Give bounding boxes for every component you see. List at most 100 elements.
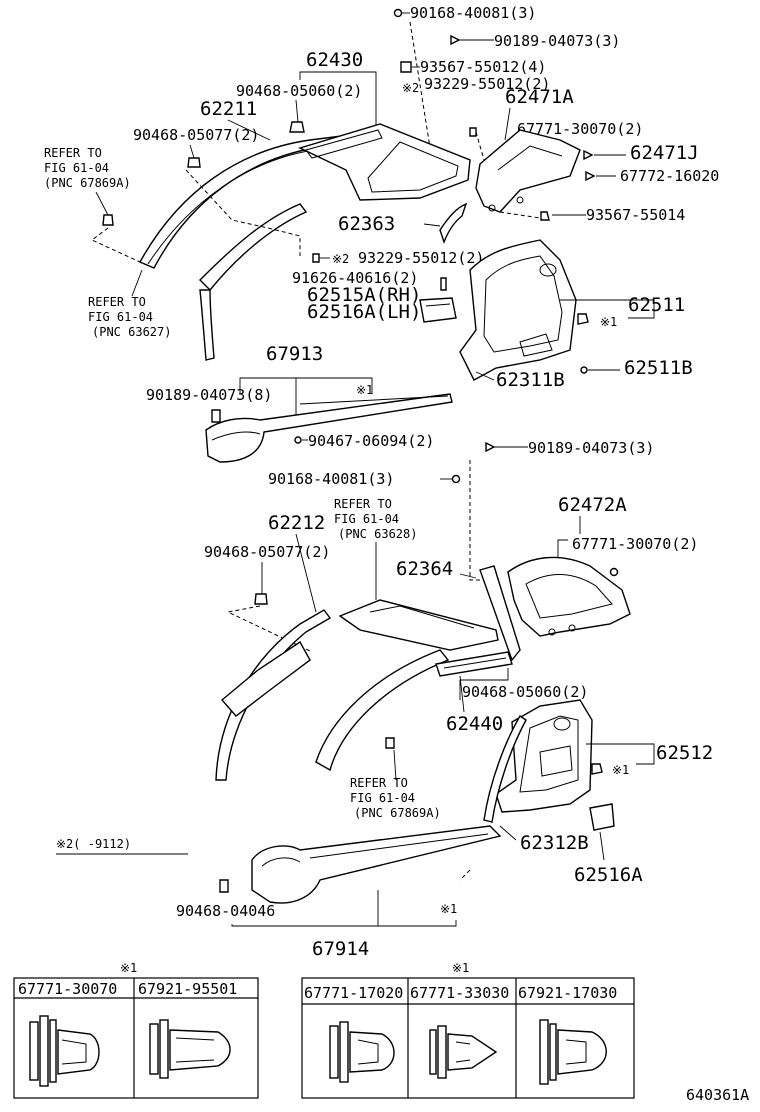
label-90189-04073-8: 90189-04073(8) (146, 386, 272, 404)
refer-note-line: REFER TO (334, 497, 392, 511)
weatherstrip-62363 (439, 202, 468, 245)
a-pillar-garnish-lower (221, 640, 311, 717)
fastener-table-left (13, 977, 259, 1099)
clip-icon (451, 474, 461, 484)
clip-icon (289, 121, 305, 133)
label-62471A: 62471A (505, 86, 574, 108)
label-90468-05060-mid: 90468-05060(2) (462, 683, 588, 701)
push-clip-icon (29, 1015, 100, 1087)
refer-note-line: (PNC 63628) (338, 527, 417, 541)
table-right-header: 67771-17020 (304, 984, 403, 1002)
push-clip-icon (329, 1021, 395, 1083)
rear-pillar-garnish-62472A (507, 556, 631, 637)
label-62516A-lh: 62516A(LH) (307, 301, 421, 323)
label-62312B: 62312B (520, 832, 589, 854)
label-90168-40081-mid: 90168-40081(3) (268, 470, 394, 488)
door-scuff-plate-67914 (251, 825, 502, 904)
strip-62440 (435, 651, 513, 677)
table-right-header: 67771-33030 (410, 984, 509, 1002)
label-62363: 62363 (338, 213, 395, 235)
clip-icon (485, 441, 496, 453)
label-90468-04046: 90468-04046 (176, 902, 275, 920)
clip-icon (187, 157, 201, 168)
clip-icon (580, 366, 588, 374)
roof-side-rail-62212 (215, 609, 332, 781)
screw-icon (400, 61, 420, 73)
note1-mark: ※1 (440, 902, 457, 916)
screw-icon (469, 127, 477, 137)
bracket-62516A (589, 803, 615, 831)
clip-icon (609, 567, 619, 577)
label-62511B: 62511B (624, 357, 693, 379)
pillar-lower-trim (199, 289, 215, 361)
bracket-62515A (419, 297, 457, 323)
label-90189-04073-mid: 90189-04073(3) (528, 439, 654, 457)
label-62430: 62430 (306, 49, 363, 71)
push-clip-icon (539, 1019, 607, 1085)
figure-code: 640361A (686, 1086, 749, 1104)
label-90468-05077-mid: 90468-05077(2) (204, 543, 330, 561)
label-62440: 62440 (446, 713, 503, 735)
label-67913: 67913 (266, 343, 323, 365)
clip-icon (211, 409, 221, 423)
label-62472A: 62472A (558, 494, 627, 516)
note2-mark: ※2 (332, 252, 349, 266)
label-62311B: 62311B (496, 369, 565, 391)
clip-icon (254, 593, 268, 605)
door-scuff-plate-67913 (205, 393, 453, 463)
push-clip-icon (149, 1019, 231, 1079)
label-93567-55012: 93567-55012(4) (420, 58, 546, 76)
fastener-table-right (301, 977, 635, 1099)
a-pillar-garnish (199, 203, 308, 292)
clip-icon (585, 170, 596, 182)
refer-note-line: REFER TO (44, 146, 102, 160)
table-left-mark: ※1 (120, 961, 137, 975)
note2-mark: ※2 (402, 81, 419, 95)
refer-note-line: REFER TO (350, 776, 408, 790)
label-62516A: 62516A (574, 864, 643, 886)
screw-icon (540, 211, 550, 221)
refer-note-line: (PNC 67869A) (354, 806, 441, 820)
label-67771-30070-mid: 67771-30070(2) (572, 535, 698, 553)
label-90168-40081-top: 90168-40081(3) (410, 4, 536, 22)
screw-icon (294, 436, 302, 444)
label-67914: 67914 (312, 938, 369, 960)
clip-icon (102, 214, 114, 226)
table-left-header: 67771-30070 (18, 980, 117, 998)
note1-mark: ※1 (612, 763, 629, 777)
label-93229-55012-top: 93229-55012(2) (424, 75, 550, 93)
label-62212: 62212 (268, 512, 325, 534)
refer-note-line: FIG 61-04 (88, 310, 153, 324)
pillar-strip (479, 565, 521, 662)
label-67772-16020: 67772-16020 (620, 167, 719, 185)
label-93229-55012-mid: 93229-55012(2) (358, 249, 484, 267)
clip-icon (385, 737, 395, 749)
label-62471J: 62471J (630, 142, 699, 164)
rear-pillar-garnish-62471A (475, 129, 581, 213)
screw-icon (312, 253, 330, 263)
table-left-header: 67921-95501 (138, 980, 237, 998)
note1-mark: ※1 (356, 383, 373, 397)
label-93567-55014: 93567-55014 (586, 206, 685, 224)
label-62512: 62512 (656, 742, 713, 764)
label-62211: 62211 (200, 98, 257, 120)
note1-mark: ※1 (600, 315, 617, 329)
label-91626-40616: 91626-40616(2) (292, 269, 418, 287)
note2-range: ※2( -9112) (56, 837, 131, 851)
label-90468-05060-top: 90468-05060(2) (236, 82, 362, 100)
label-90467-06094: 90467-06094(2) (308, 432, 434, 450)
refer-note-line: FIG 61-04 (350, 791, 415, 805)
label-62515A: 62515A(RH) (307, 284, 421, 306)
quarter-window-frame (298, 123, 471, 201)
clip-icon (591, 763, 603, 775)
quarter-trim-62511 (459, 239, 577, 381)
label-62511: 62511 (628, 294, 685, 316)
refer-note-line: FIG 61-04 (44, 161, 109, 175)
clip-icon (583, 149, 594, 161)
label-67771-30070-top: 67771-30070(2) (517, 120, 643, 138)
table-right-mark: ※1 (452, 961, 469, 975)
clip-icon (393, 8, 410, 18)
refer-note-line: (PNC 63627) (92, 325, 171, 339)
label-90468-05077-top: 90468-05077(2) (133, 126, 259, 144)
